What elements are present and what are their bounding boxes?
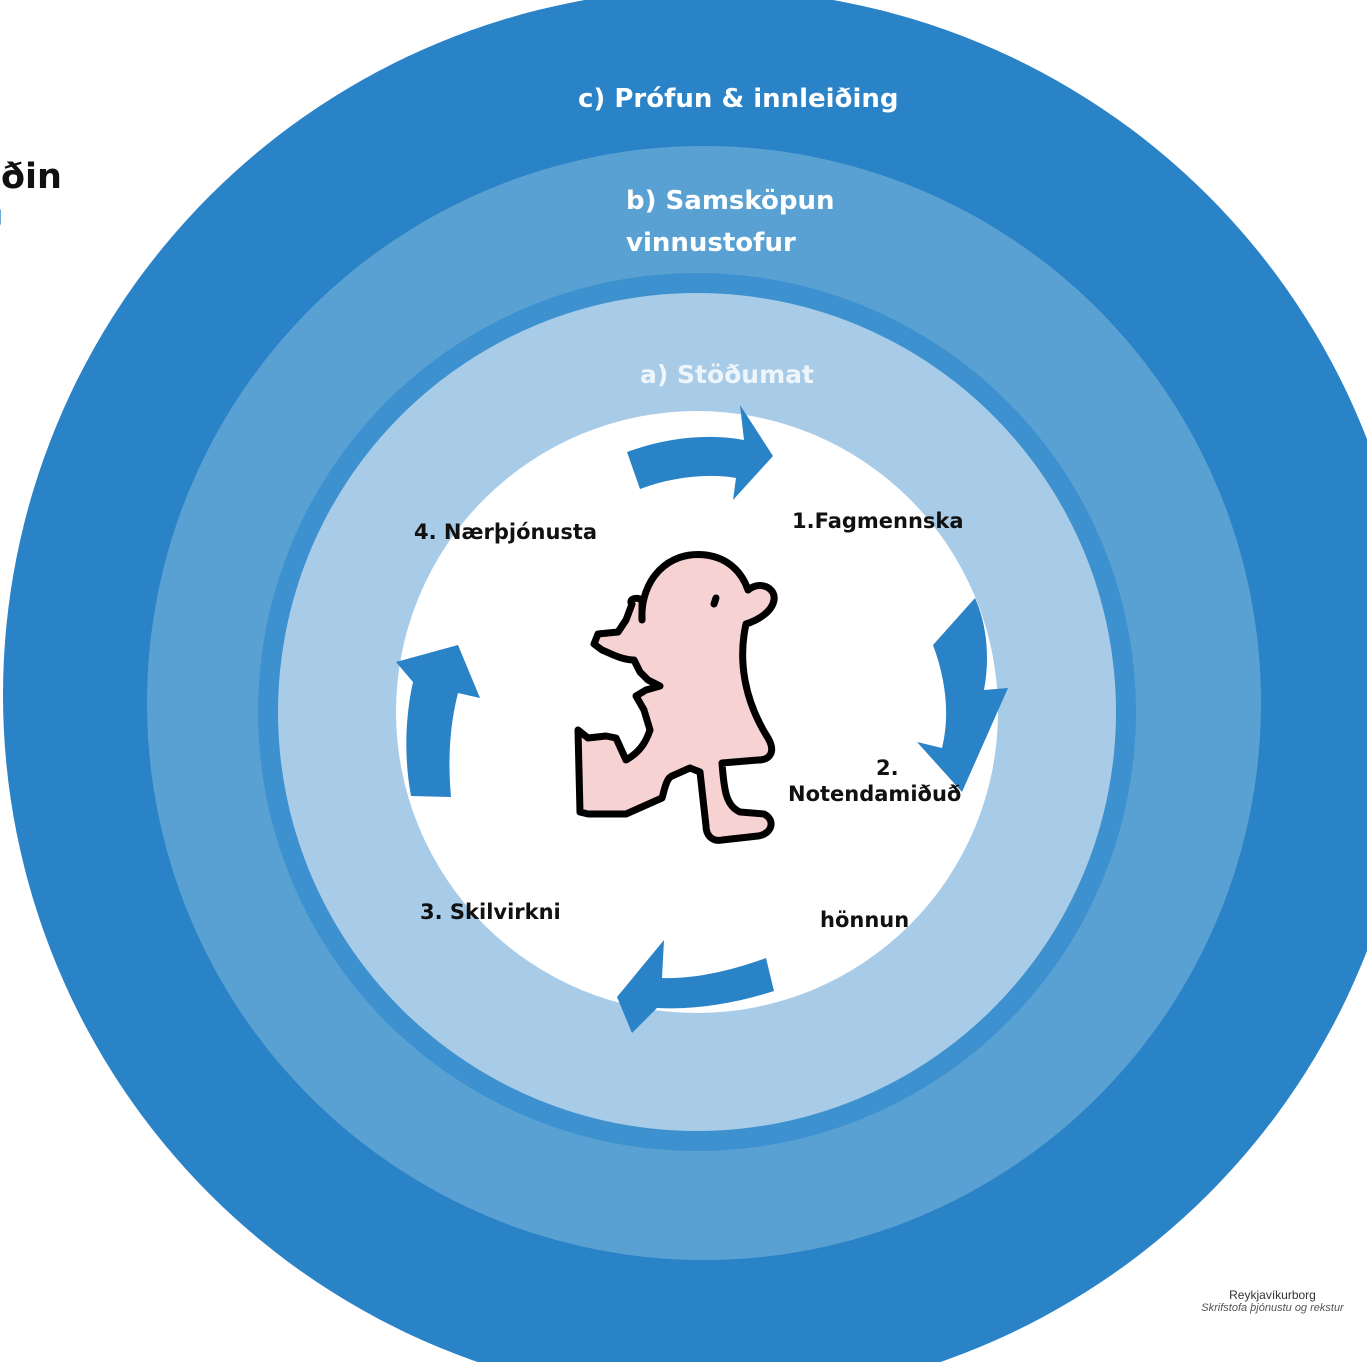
middle-ring-label: b) Samsköpun	[626, 186, 835, 216]
arrow-right-icon	[917, 598, 1008, 792]
cycle-arrows	[396, 405, 1008, 1033]
page-subtitle: nking	[0, 199, 180, 233]
page-title: rkmiðin	[0, 157, 62, 197]
step-2-label-line1: Notendamiðuð	[788, 782, 962, 806]
inner-ring-label: a) Stöðumat	[640, 360, 814, 389]
arrow-left-icon	[396, 645, 480, 797]
logo-subtitle: Skrifstofa þjónustu og rekstur	[1201, 1302, 1344, 1314]
middle-ring-label-line2: vinnustofur	[626, 228, 796, 258]
logo-name: Reykjavíkurborg	[1229, 1288, 1316, 1302]
outer-ring-label: c) Prófun & innleiðing	[578, 84, 899, 114]
title-block: rkmiðin nking	[0, 155, 180, 233]
step-2-number: 2.	[876, 756, 899, 780]
reykjavik-logo: Reykjavíkurborg Skrifstofa þjónustu og r…	[1178, 1288, 1367, 1314]
step-3-label: 3. Skilvirkni	[420, 900, 561, 924]
arrow-bottom-icon	[617, 940, 774, 1033]
step-2-label-line2: hönnun	[820, 908, 910, 932]
step-4-label: 4. Nærþjónusta	[414, 520, 598, 544]
step-1-label: 1.Fagmennska	[792, 509, 964, 533]
arrow-top-icon	[627, 405, 773, 500]
person-drawing-icon	[574, 550, 778, 844]
